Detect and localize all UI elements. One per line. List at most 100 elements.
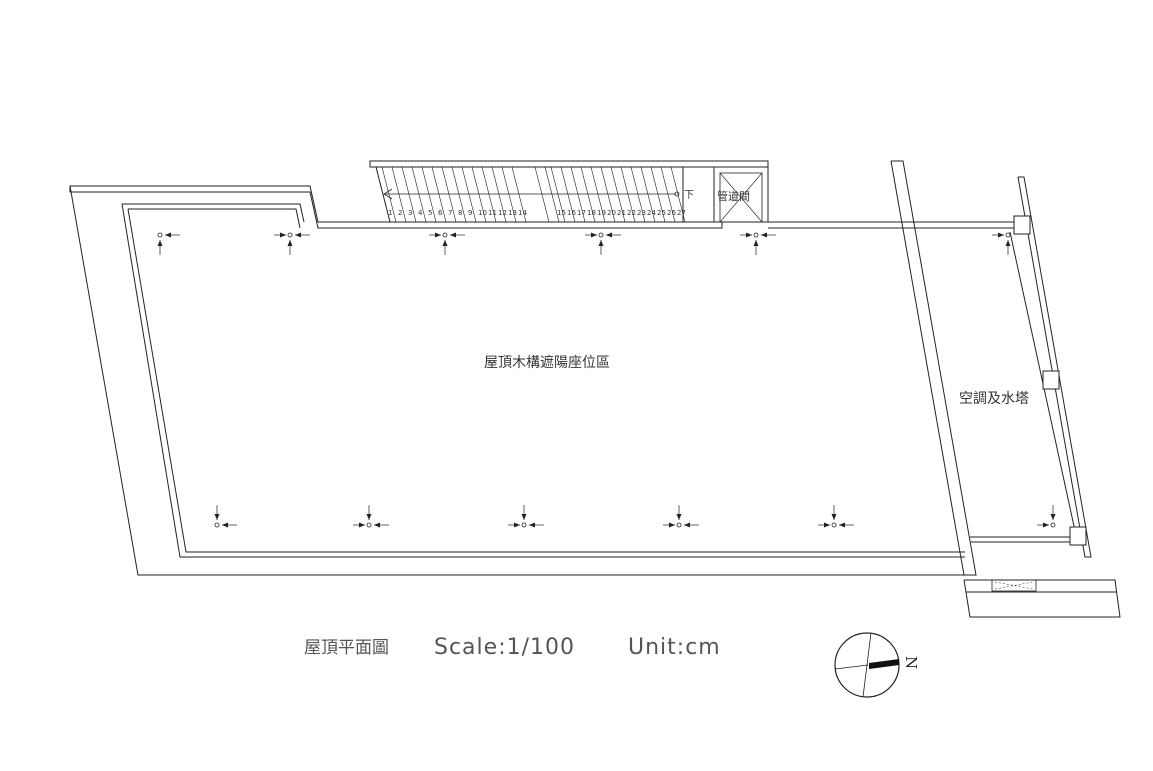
- inner-wall-outline-2: [128, 208, 301, 229]
- stair-step-number: 14: [518, 209, 527, 217]
- stair-tread: [381, 166, 397, 223]
- dimension-arrowhead: [1005, 240, 1011, 246]
- north-arrow-horizontal: [834, 664, 869, 670]
- right-divider-wall: [890, 160, 977, 576]
- hvac-column-top: [1013, 215, 1031, 235]
- stair-step-number: 13: [508, 209, 517, 217]
- stair-tread: [511, 166, 527, 223]
- stair-tread: [610, 166, 626, 223]
- stair-step-number: 2: [398, 209, 402, 217]
- stair-tread: [481, 166, 497, 223]
- stair-tread: [431, 166, 447, 223]
- stair-start-dot: [674, 191, 680, 197]
- dimension-arrowhead: [222, 522, 228, 528]
- dimension-arrowhead: [374, 522, 380, 528]
- drawing-unit: Unit:cm: [628, 635, 721, 660]
- stair-tread: [501, 166, 517, 223]
- stair-step-number: 26: [667, 209, 676, 217]
- dimension-arrowhead: [591, 232, 597, 238]
- dimension-arrowhead: [998, 232, 1004, 238]
- stair-tread: [550, 166, 566, 223]
- dimension-arrowhead: [359, 522, 365, 528]
- outer-wall-left: [69, 185, 965, 576]
- post-marker: [598, 232, 604, 238]
- post-marker: [214, 522, 220, 528]
- dimension-arrowhead: [676, 514, 682, 520]
- stair-tread: [421, 166, 437, 223]
- stair-step-number: 21: [617, 209, 626, 217]
- stair-step-number: 5: [428, 209, 432, 217]
- post-markers: [157, 232, 1056, 528]
- post-marker: [521, 522, 527, 528]
- stair-step-number: 15: [557, 209, 566, 217]
- dimension-arrowhead: [514, 522, 520, 528]
- dimension-arrowhead: [295, 232, 301, 238]
- stair-tread: [401, 166, 417, 223]
- stair-step-number: 19: [597, 209, 606, 217]
- stair-step-number: 17: [577, 209, 586, 217]
- stair-tread: [491, 166, 507, 223]
- stair-tread: [630, 166, 646, 223]
- stair-tread: [441, 166, 457, 223]
- stair-step-number: 9: [468, 209, 472, 217]
- pipe-shaft-inner: [719, 172, 763, 223]
- dimension-arrowhead: [839, 522, 845, 528]
- stair-tread: [580, 166, 596, 223]
- stair-tread: [640, 166, 656, 223]
- stair-tread: [451, 166, 467, 223]
- post-marker: [753, 232, 759, 238]
- stair-down-label: 下: [684, 190, 694, 201]
- post-marker: [442, 232, 448, 238]
- post-marker: [831, 522, 837, 528]
- stair-direction-arrow: [383, 188, 393, 200]
- dimension-arrowhead: [824, 522, 830, 528]
- stair-step-number: 1: [388, 209, 392, 217]
- stair-tread: [534, 166, 550, 223]
- dimension-arrowhead: [214, 514, 220, 520]
- stair-tread: [544, 166, 560, 223]
- stair-step-number: 12: [498, 209, 507, 217]
- drawing-scale: Scale:1/100: [434, 635, 575, 660]
- stair-step-number: 11: [488, 209, 497, 217]
- post-marker: [366, 522, 372, 528]
- stair-step-number: 18: [587, 209, 596, 217]
- stair-tread: [650, 166, 666, 223]
- dimension-arrowhead: [831, 514, 837, 520]
- dimension-arrowhead: [287, 240, 293, 246]
- stair-step-number: 7: [448, 209, 452, 217]
- stair-tread: [620, 166, 636, 223]
- stair-step-number: 22: [627, 209, 636, 217]
- stair-tread: [471, 166, 487, 223]
- dimension-arrowhead: [761, 232, 767, 238]
- stair-tread: [391, 166, 407, 223]
- stair-step-number: 10: [478, 209, 487, 217]
- stair-tread: [670, 166, 686, 223]
- dimension-arrowhead: [753, 240, 759, 246]
- stair-step-number: 3: [408, 209, 412, 217]
- north-label: N: [902, 656, 920, 669]
- drain-grate-x2: [994, 581, 1034, 590]
- dimension-arrowhead: [280, 232, 286, 238]
- post-marker: [1005, 232, 1011, 238]
- stair-tread: [590, 166, 606, 223]
- north-arrow: N: [834, 632, 920, 698]
- stair-tread: [600, 166, 616, 223]
- stair-tread: [560, 166, 576, 223]
- post-marker: [676, 522, 682, 528]
- inner-wall-left: [121, 203, 965, 558]
- dimension-arrowhead: [450, 232, 456, 238]
- dimension-arrowhead: [435, 232, 441, 238]
- stair-treads: [381, 166, 686, 223]
- seating-area-label: 屋頂木構遮陽座位區: [484, 355, 610, 371]
- stair-tread: [570, 166, 586, 223]
- hvac-column-mid: [1042, 370, 1060, 390]
- far-right-wall: [1017, 176, 1092, 558]
- outer-parapet-outline: [69, 185, 723, 229]
- hvac-column-bottom: [1069, 526, 1087, 546]
- drain-grate: [991, 579, 1037, 592]
- stair-step-number: 4: [418, 209, 423, 217]
- stair-outline: [375, 166, 684, 223]
- dimension-arrowhead: [521, 514, 527, 520]
- stair-step-number: 20: [607, 209, 616, 217]
